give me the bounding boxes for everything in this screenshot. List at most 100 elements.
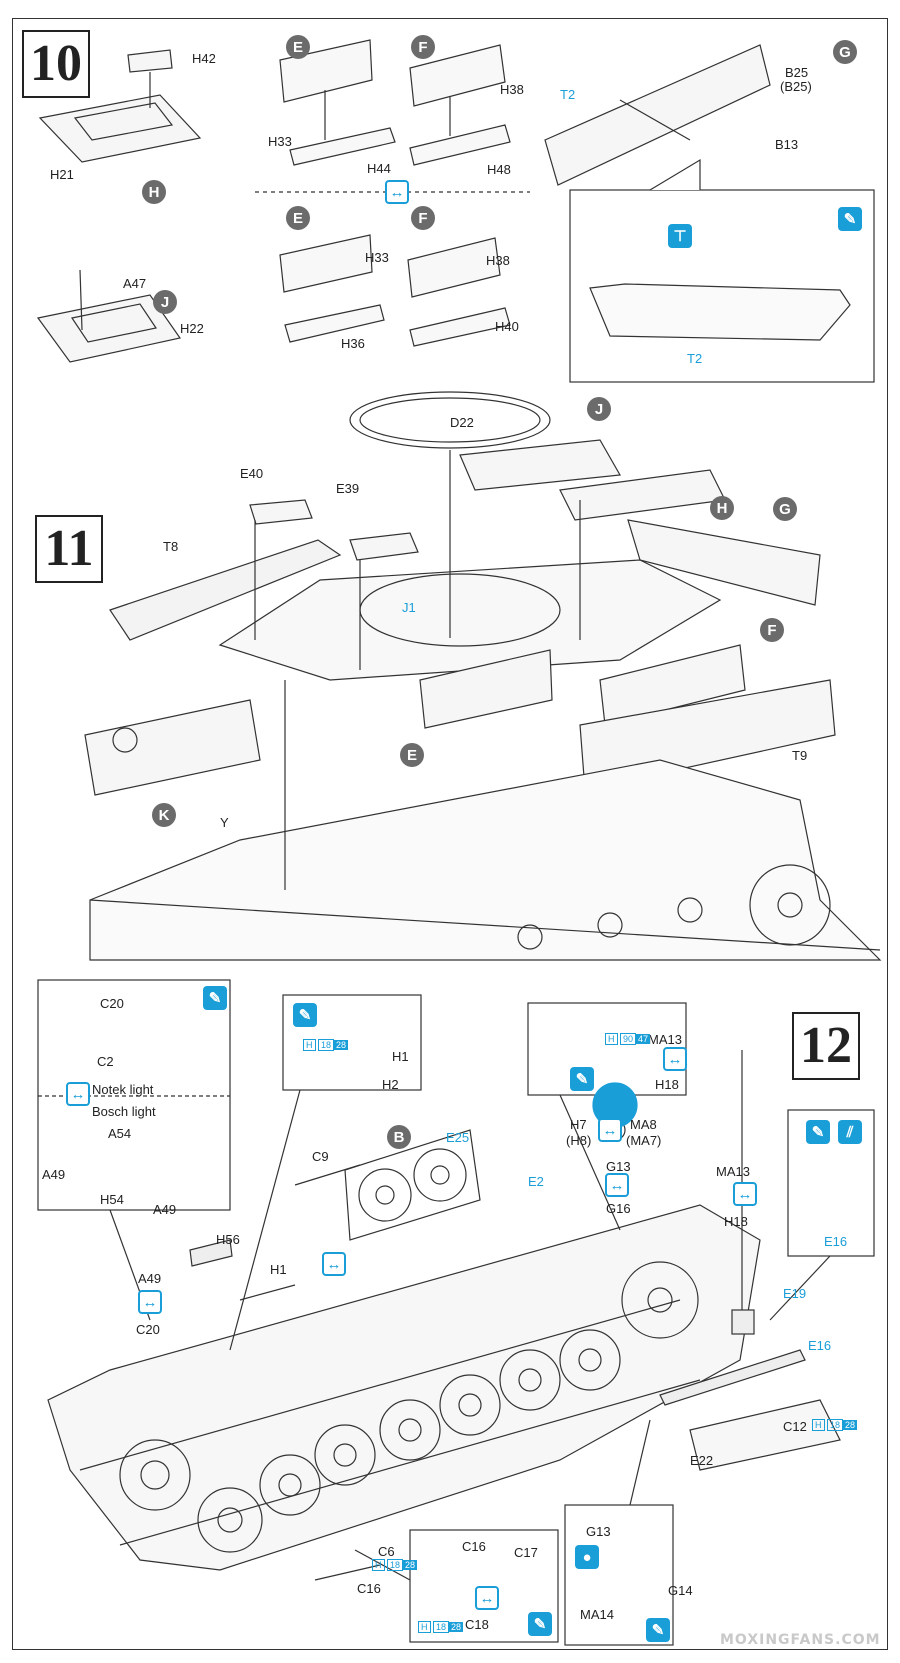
part-label-j1: J1 bbox=[402, 600, 416, 615]
part-label-h40: H40 bbox=[495, 319, 519, 334]
callout-f-2: F bbox=[411, 206, 435, 230]
callout-h-2: H bbox=[710, 496, 734, 520]
page-frame bbox=[12, 18, 888, 1650]
callout-f: F bbox=[411, 35, 435, 59]
part-label-c6: C6 bbox=[378, 1544, 395, 1559]
part-label-c2: C2 bbox=[97, 1054, 114, 1069]
callout-e-3: E bbox=[400, 743, 424, 767]
part-label-b13: B13 bbox=[775, 137, 799, 152]
cut-icon: ⫽ bbox=[838, 1120, 862, 1144]
part-label-ma14: MA14 bbox=[580, 1607, 614, 1622]
callout-k: K bbox=[152, 803, 176, 827]
part-label-c16-main: C16 bbox=[357, 1581, 381, 1596]
part-label-b25: B25 bbox=[785, 65, 809, 80]
part-label-h18-detail: H18 bbox=[655, 1077, 679, 1092]
part-label-h36: H36 bbox=[341, 336, 365, 351]
part-label-e22: E22 bbox=[690, 1453, 714, 1468]
part-label-h42: H42 bbox=[192, 51, 216, 66]
part-label-h54: H54 bbox=[100, 1192, 124, 1207]
callout-b: B bbox=[387, 1125, 411, 1149]
step-number-12: 12 bbox=[792, 1012, 860, 1080]
part-label-ma8: MA8 bbox=[630, 1117, 657, 1132]
part-label-ma13: MA13 bbox=[716, 1164, 750, 1179]
part-label-g13-detail: G13 bbox=[586, 1524, 611, 1539]
option-icon: ↔ bbox=[475, 1586, 499, 1610]
watermark: MOXINGFANS.COM bbox=[720, 1632, 881, 1648]
option-icon: ↔ bbox=[733, 1182, 757, 1206]
part-label-a49-2: A49 bbox=[153, 1202, 177, 1217]
glue-icon: ✎ bbox=[646, 1618, 670, 1642]
part-label-a47: A47 bbox=[123, 276, 147, 291]
part-label-t9: T9 bbox=[792, 748, 808, 763]
part-label-c12: C12 bbox=[783, 1419, 807, 1434]
part-label-h38: H38 bbox=[500, 82, 524, 97]
part-label-h44: H44 bbox=[367, 161, 391, 176]
notek-light-label: Notek light bbox=[92, 1082, 154, 1097]
part-label-t8: T8 bbox=[163, 539, 179, 554]
bosch-light-label: Bosch light bbox=[92, 1104, 156, 1119]
part-label-c18: C18 bbox=[465, 1617, 489, 1632]
part-label-h1-main: H1 bbox=[270, 1262, 287, 1277]
part-label-b25-paren: (B25) bbox=[780, 79, 812, 94]
option-icon: ↔ bbox=[598, 1118, 622, 1142]
part-label-h38-2: H38 bbox=[486, 253, 510, 268]
part-label-h1: H1 bbox=[392, 1049, 409, 1064]
callout-e: E bbox=[286, 35, 310, 59]
part-label-e39: E39 bbox=[336, 481, 360, 496]
part-label-e16: E16 bbox=[808, 1338, 832, 1353]
glue-icon: ✎ bbox=[203, 986, 227, 1010]
part-label-h48: H48 bbox=[487, 162, 511, 177]
callout-j-2: J bbox=[587, 397, 611, 421]
option-icon: ↔ bbox=[663, 1047, 687, 1071]
callout-g-2: G bbox=[773, 497, 797, 521]
part-label-h56: H56 bbox=[216, 1232, 240, 1247]
part-label-a54: A54 bbox=[108, 1126, 132, 1141]
glue-icon: ✎ bbox=[838, 207, 862, 231]
part-label-c9: C9 bbox=[312, 1149, 329, 1164]
part-label-h7: H7 bbox=[570, 1117, 587, 1132]
part-label-t2-detail: T2 bbox=[687, 351, 703, 366]
drill-icon: ⊤ bbox=[668, 224, 692, 248]
callout-j: J bbox=[153, 290, 177, 314]
part-label-e2: E2 bbox=[528, 1174, 544, 1189]
part-label-g13: G13 bbox=[606, 1159, 631, 1174]
callout-h: H bbox=[142, 180, 166, 204]
part-label-ma13-detail: MA13 bbox=[648, 1032, 682, 1047]
part-label-t2: T2 bbox=[560, 87, 576, 102]
part-label-h18: H18 bbox=[724, 1214, 748, 1229]
part-label-h33-2: H33 bbox=[365, 250, 389, 265]
part-label-e25: E25 bbox=[446, 1130, 470, 1145]
glue-icon: ✎ bbox=[570, 1067, 594, 1091]
part-label-e40: E40 bbox=[240, 466, 264, 481]
part-label-c20: C20 bbox=[100, 996, 124, 1011]
part-label-g16: G16 bbox=[606, 1201, 631, 1216]
part-label-h21: H21 bbox=[50, 167, 74, 182]
option-icon: ↔ bbox=[138, 1290, 162, 1314]
part-label-e19: E19 bbox=[783, 1286, 807, 1301]
part-label-h8-paren: (H8) bbox=[566, 1133, 592, 1148]
part-label-a49-main: A49 bbox=[138, 1271, 162, 1286]
glue-icon: ✎ bbox=[806, 1120, 830, 1144]
step-number-11: 11 bbox=[35, 515, 103, 583]
part-label-h2: H2 bbox=[382, 1077, 399, 1092]
part-label-c16: C16 bbox=[462, 1539, 486, 1554]
callout-f-3: F bbox=[760, 618, 784, 642]
paint-icon: ● bbox=[575, 1545, 599, 1569]
part-label-g14: G14 bbox=[668, 1583, 693, 1598]
part-label-c17: C17 bbox=[514, 1545, 538, 1560]
step-number-10: 10 bbox=[22, 30, 90, 98]
option-icon: ↔ bbox=[605, 1173, 629, 1197]
part-label-c20-main: C20 bbox=[136, 1322, 160, 1337]
glue-icon: ✎ bbox=[293, 1003, 317, 1027]
callout-g: G bbox=[833, 40, 857, 64]
part-label-h22: H22 bbox=[180, 321, 204, 336]
callout-e-2: E bbox=[286, 206, 310, 230]
glue-icon: ✎ bbox=[528, 1612, 552, 1636]
option-icon: ↔ bbox=[385, 180, 409, 204]
